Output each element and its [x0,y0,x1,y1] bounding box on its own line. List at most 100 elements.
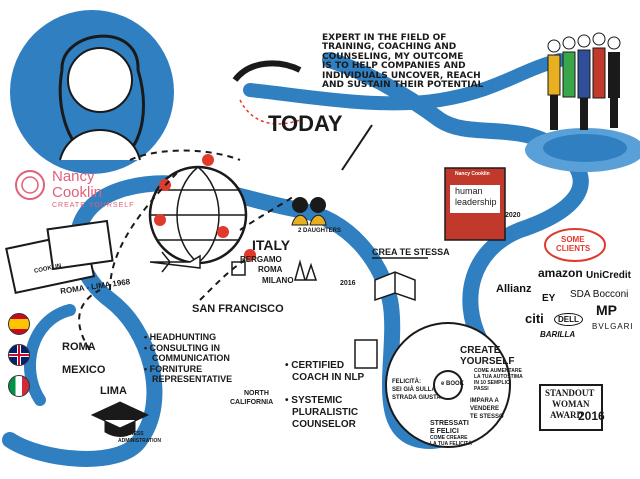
daughter-2-body [309,214,327,226]
cartoon-frame-2 [46,219,114,271]
career-item: • HEADHUNTING [144,332,217,342]
milan-cathedral-icon [294,259,318,281]
business-admin-line: ADMINISTRATION [118,438,161,444]
brand-name-line1: Nancy [52,168,95,185]
italy-city: ROMA [258,265,283,274]
year-2020-label: 2020 [505,212,521,219]
lima-label: LIMA [100,385,127,397]
expert-line: INDIVIDUALS UNCOVER, REACH [322,70,481,81]
travel-dashed-line [78,149,296,351]
ebook-icon [433,370,463,400]
certificate-icon [354,339,378,369]
daughter-1-icon [292,197,308,213]
some-clients-cloud [544,228,606,262]
award-line: WOMAN [552,399,590,409]
uk-flag [8,344,30,366]
needle-icon [341,124,373,171]
book-title-line2: leadership [455,197,497,207]
stressati-line: STRESSATI [430,420,469,427]
impara-line: TE STESSO [470,414,504,420]
impara-line: IMPARA A [470,398,499,404]
client-logo: DELL [554,313,583,326]
ebook-label: e BOOK [441,381,465,387]
expert-statement: EXPERT IN THE FIELD OF TRAINING, COACHIN… [322,33,484,91]
create-yourself-sub: IN 10 SEMPLICI [474,380,511,386]
systemic-line: PLURALISTIC [292,407,359,418]
tape-measure-icon [232,60,302,82]
client-logo: UniCredit [586,270,631,281]
felicita-line: FELICITÀ: [392,379,421,385]
create-yourself-sub: PASSI [474,386,489,392]
client-logo: BVLGARI [592,322,634,331]
book-title-line1: human [455,186,483,196]
italy-flag [8,375,30,397]
north-california-line: NORTH [244,390,269,397]
logo-spiral-icon [15,170,45,200]
portrait-face [67,47,133,113]
impara-line: VENDERE [470,406,500,412]
client-logo: Allianz [496,283,532,295]
spain-flag [8,313,30,335]
italy-title: ITALY [252,237,291,253]
expert-line: AND SUSTAIN THEIR POTENTIAL [322,80,484,91]
logo-spiral-inner [21,176,39,194]
some-clients-line: CLIENTS [556,244,591,253]
roma-label: ROMA [62,341,96,353]
career-item: • CONSULTING IN [144,343,220,354]
daughter-2-icon [310,197,326,213]
expert-line: IS TO HELP COMPANIES AND [322,61,466,72]
felicita-line: SEI GIÀ SULLA [392,387,436,393]
felicita-line: STRADA GIUSTA [392,395,441,401]
certified-line: • CERTIFIED [285,360,345,371]
north-california-line: CALIFORNIA [230,399,274,406]
expert-line: EXPERT IN THE FIELD OF [322,33,447,43]
client-logo: amazon [538,266,583,280]
stressati-sub: COME CREARE [430,435,468,441]
client-logo: MP [596,302,617,318]
river-branch-top [243,53,567,111]
brand-tagline: CREATE YOURSELF [52,202,135,209]
create-yourself-line: YOURSELF [460,356,515,367]
award-line: AWARD [550,410,584,420]
stressati-line: E FELICI [430,428,459,435]
business-people-figures [547,32,621,130]
create-yourself-line: CREATE [460,345,501,356]
daughters-label: 2 DAUGHTERS [298,228,342,234]
open-book-icon [374,271,416,302]
award-year: 2016 [578,409,605,423]
expert-line: TRAINING, COACHING AND [322,42,457,53]
map-pin-icons [154,154,256,261]
award-plaque [539,384,603,431]
award-line: STANDOUT [545,388,595,398]
expert-line: COUNSELING, MY OUTCOME [322,51,464,62]
systemic-line: COUNSELOR [292,419,356,430]
clients-stage-inner [543,134,627,162]
daughter-1-body [291,214,309,226]
some-clients-line: SOME [561,235,585,244]
client-logo: SDA Bocconi [570,289,629,300]
airplane-icon [149,251,201,273]
create-yourself-sub: LA TUA AUTOSTIMA [474,374,523,380]
brand-name-line2: Cooklin [52,184,103,201]
client-logo: citi [525,311,544,326]
certified-line: COACH IN NLP [292,372,365,383]
san-francisco-label: SAN FRANCISCO [192,303,284,315]
year-2016-label: 2016 [340,280,356,287]
book-title-panel [450,185,500,213]
business-admin-line: BUSINESS [118,431,144,437]
career-item: REPRESENTATIVE [152,373,233,384]
career-list: • HEADHUNTING • CONSULTING IN COMMUNICAT… [144,332,233,384]
systemic-line: • SYSTEMIC [285,395,343,406]
graduation-cap-icon [90,401,150,437]
create-yourself-sub: COME AUMENTARE [474,368,522,374]
career-item: COMMUNICATION [152,352,230,363]
crea-te-stessa-label: CREA TE STESSA [372,247,450,257]
mexico-label: MEXICO [62,364,106,376]
stressati-sub: LA TUA FELICITÀ [430,441,472,447]
italy-city: BERGAMO [240,255,282,264]
swirl-lines [239,99,301,125]
career-item: • FORNITURE [144,364,203,375]
globe-meridians [150,166,246,264]
client-logo: BARILLA [540,330,576,339]
